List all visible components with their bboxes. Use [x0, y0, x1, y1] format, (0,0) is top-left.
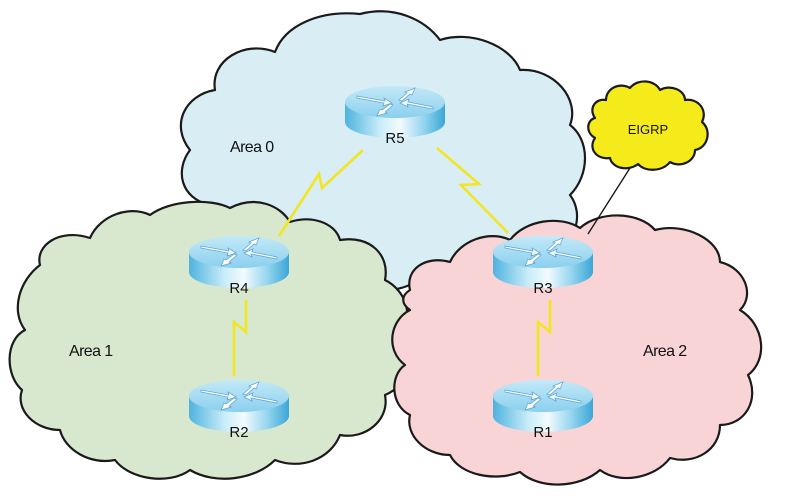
area2-cloud	[391, 214, 763, 486]
router-r2-label: R2	[229, 424, 248, 441]
router-r4[interactable]: R4	[188, 235, 290, 297]
eigrp-cloud	[587, 80, 709, 171]
area1-label: Area 1	[69, 343, 113, 360]
area2-label: Area 2	[643, 343, 687, 360]
router-r5-label: R5	[385, 130, 404, 147]
router-r1-label: R1	[533, 424, 552, 441]
link-r5-r4	[277, 149, 364, 237]
router-r3-label: R3	[533, 280, 552, 297]
link-r5-r3	[436, 147, 509, 234]
router-r3[interactable]: R3	[492, 235, 594, 297]
router-r5[interactable]: R5	[344, 85, 446, 147]
router-r1[interactable]: R1	[492, 379, 594, 441]
router-r4-label: R4	[229, 280, 248, 297]
area1-cloud	[8, 200, 410, 480]
eigrp-label: EIGRP	[628, 122, 668, 137]
router-r2[interactable]: R2	[188, 379, 290, 441]
link-r4-r2	[232, 300, 248, 376]
link-r3-eigrp	[587, 167, 631, 235]
area0-label: Area 0	[230, 139, 274, 156]
link-r3-r1	[536, 300, 552, 376]
